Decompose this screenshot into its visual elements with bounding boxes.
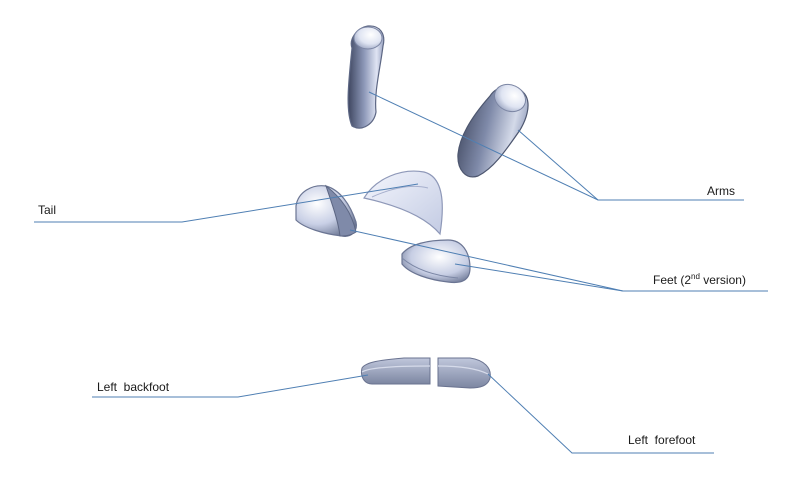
feet-label: Feet (2nd version): [653, 272, 746, 288]
foot-dome-left: [295, 184, 357, 237]
left-forefoot-part: [437, 357, 491, 389]
left-forefoot-leader: [487, 373, 714, 454]
feet-leader-right: [454, 263, 624, 292]
tail-label: Tail: [38, 203, 57, 217]
arm-upper-left: [347, 25, 385, 129]
left-backfoot-part: [361, 357, 431, 385]
leader-lines: [34, 91, 768, 454]
tail-leader: [34, 183, 419, 223]
tail-shell: [363, 170, 443, 236]
arm-right: [457, 83, 529, 178]
feet-label-text: Feet (2: [653, 273, 692, 287]
arms-label: Arms: [707, 184, 735, 198]
arms-leader-right: [517, 129, 599, 201]
feet-label-sup: nd: [691, 272, 700, 281]
feet-label-suffix: version): [699, 273, 746, 287]
foot-dome-right: [401, 239, 471, 284]
left-forefoot-label: Left forefoot: [628, 433, 696, 447]
left-backfoot-label: Left backfoot: [97, 380, 170, 394]
left-backfoot-leader: [92, 374, 369, 398]
